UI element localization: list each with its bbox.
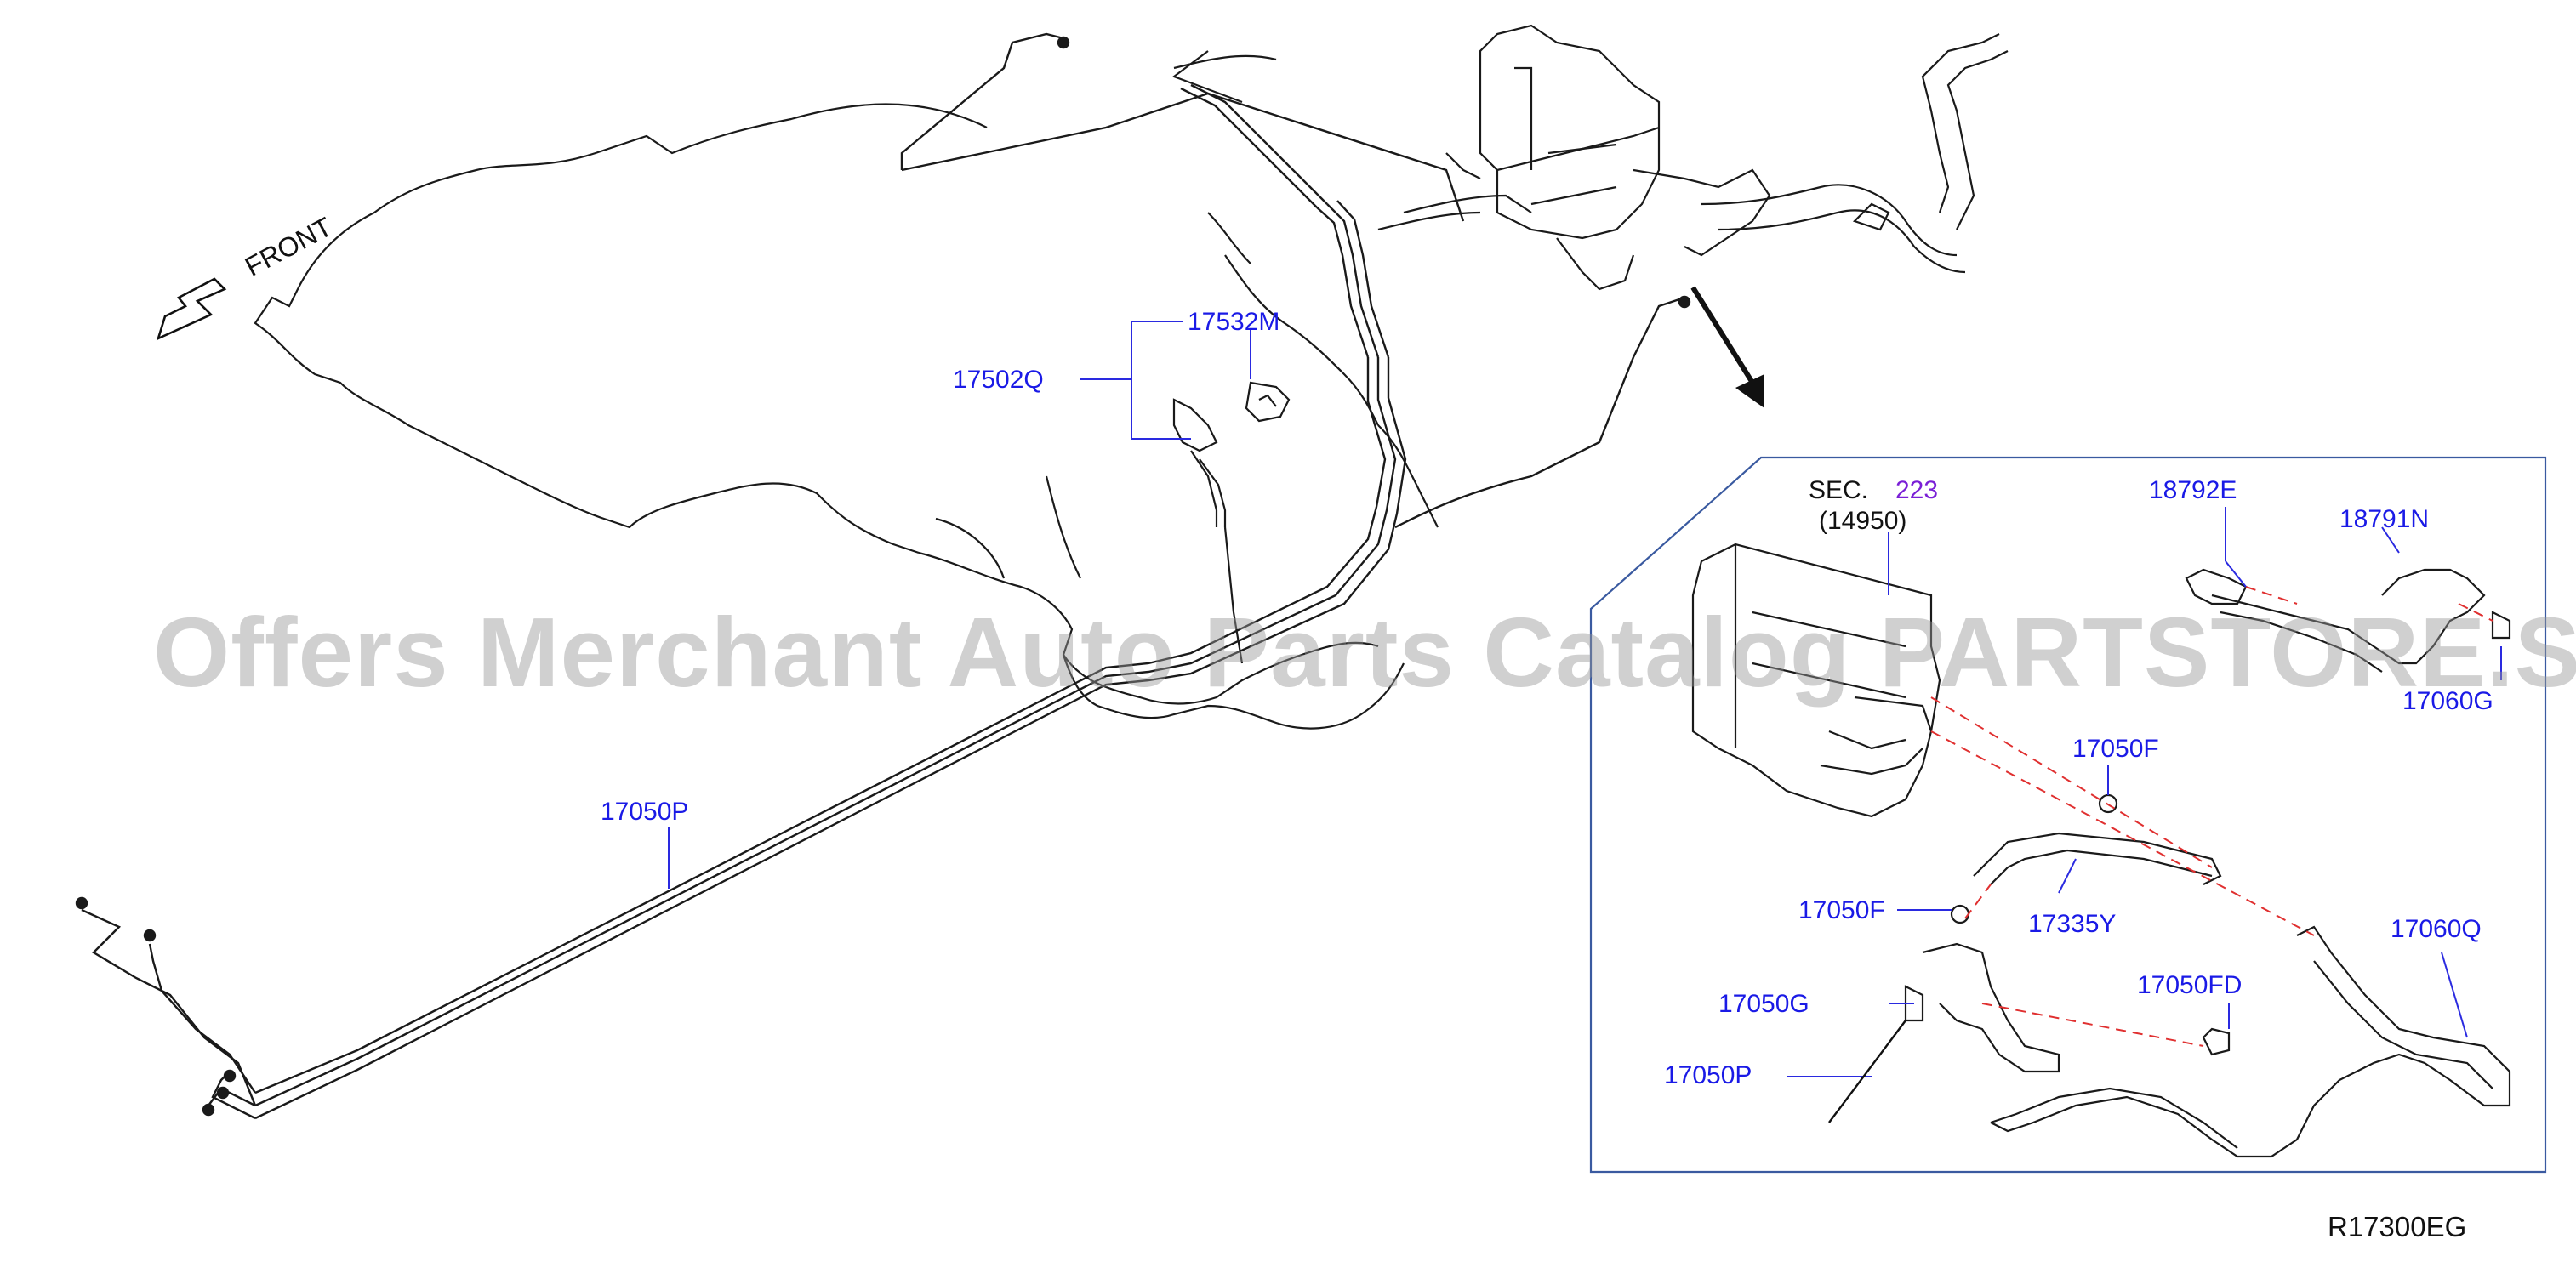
section-subref: (14950) [1819, 507, 1907, 535]
part-label-17060Q[interactable]: 17060Q [2391, 915, 2482, 943]
sensor-assembly [1172, 381, 1291, 664]
part-label-17532M[interactable]: 17532M [1188, 308, 1280, 336]
section-prefix: SEC. [1809, 476, 1869, 504]
section-number-link[interactable]: 223 [1895, 476, 1939, 504]
part-label-17050F-left[interactable]: 17050F [1798, 896, 1885, 924]
leader-lines-main [668, 321, 1251, 889]
diagram-code: R17300EG [2328, 1211, 2467, 1242]
front-arrow [156, 277, 227, 341]
tube-left-end [75, 896, 257, 1120]
part-label-17502Q[interactable]: 17502Q [953, 366, 1044, 394]
vent-line-top [900, 32, 1465, 222]
part-label-18792E[interactable]: 18792E [2149, 476, 2237, 504]
vent-line-right [1394, 295, 1691, 529]
part-label-18791N[interactable]: 18791N [2339, 505, 2430, 533]
part-label-17335Y[interactable]: 17335Y [2028, 910, 2117, 938]
part-label-17050P-main[interactable]: 17050P [601, 798, 689, 826]
top-canister-assembly [1377, 24, 2009, 291]
part-label-17050P-inset[interactable]: 17050P [1664, 1061, 1752, 1089]
part-label-17060G[interactable]: 17060G [2402, 687, 2493, 715]
vehicle-body-outline [254, 50, 1439, 730]
inset-detail [1589, 456, 2547, 1174]
part-label-17050G[interactable]: 17050G [1718, 990, 1809, 1018]
detail-arrow [1690, 286, 1764, 408]
fuel-tube-bundle [254, 83, 1407, 1120]
part-label-17050FD[interactable]: 17050FD [2137, 971, 2243, 999]
part-label-17050F-top[interactable]: 17050F [2072, 735, 2159, 763]
